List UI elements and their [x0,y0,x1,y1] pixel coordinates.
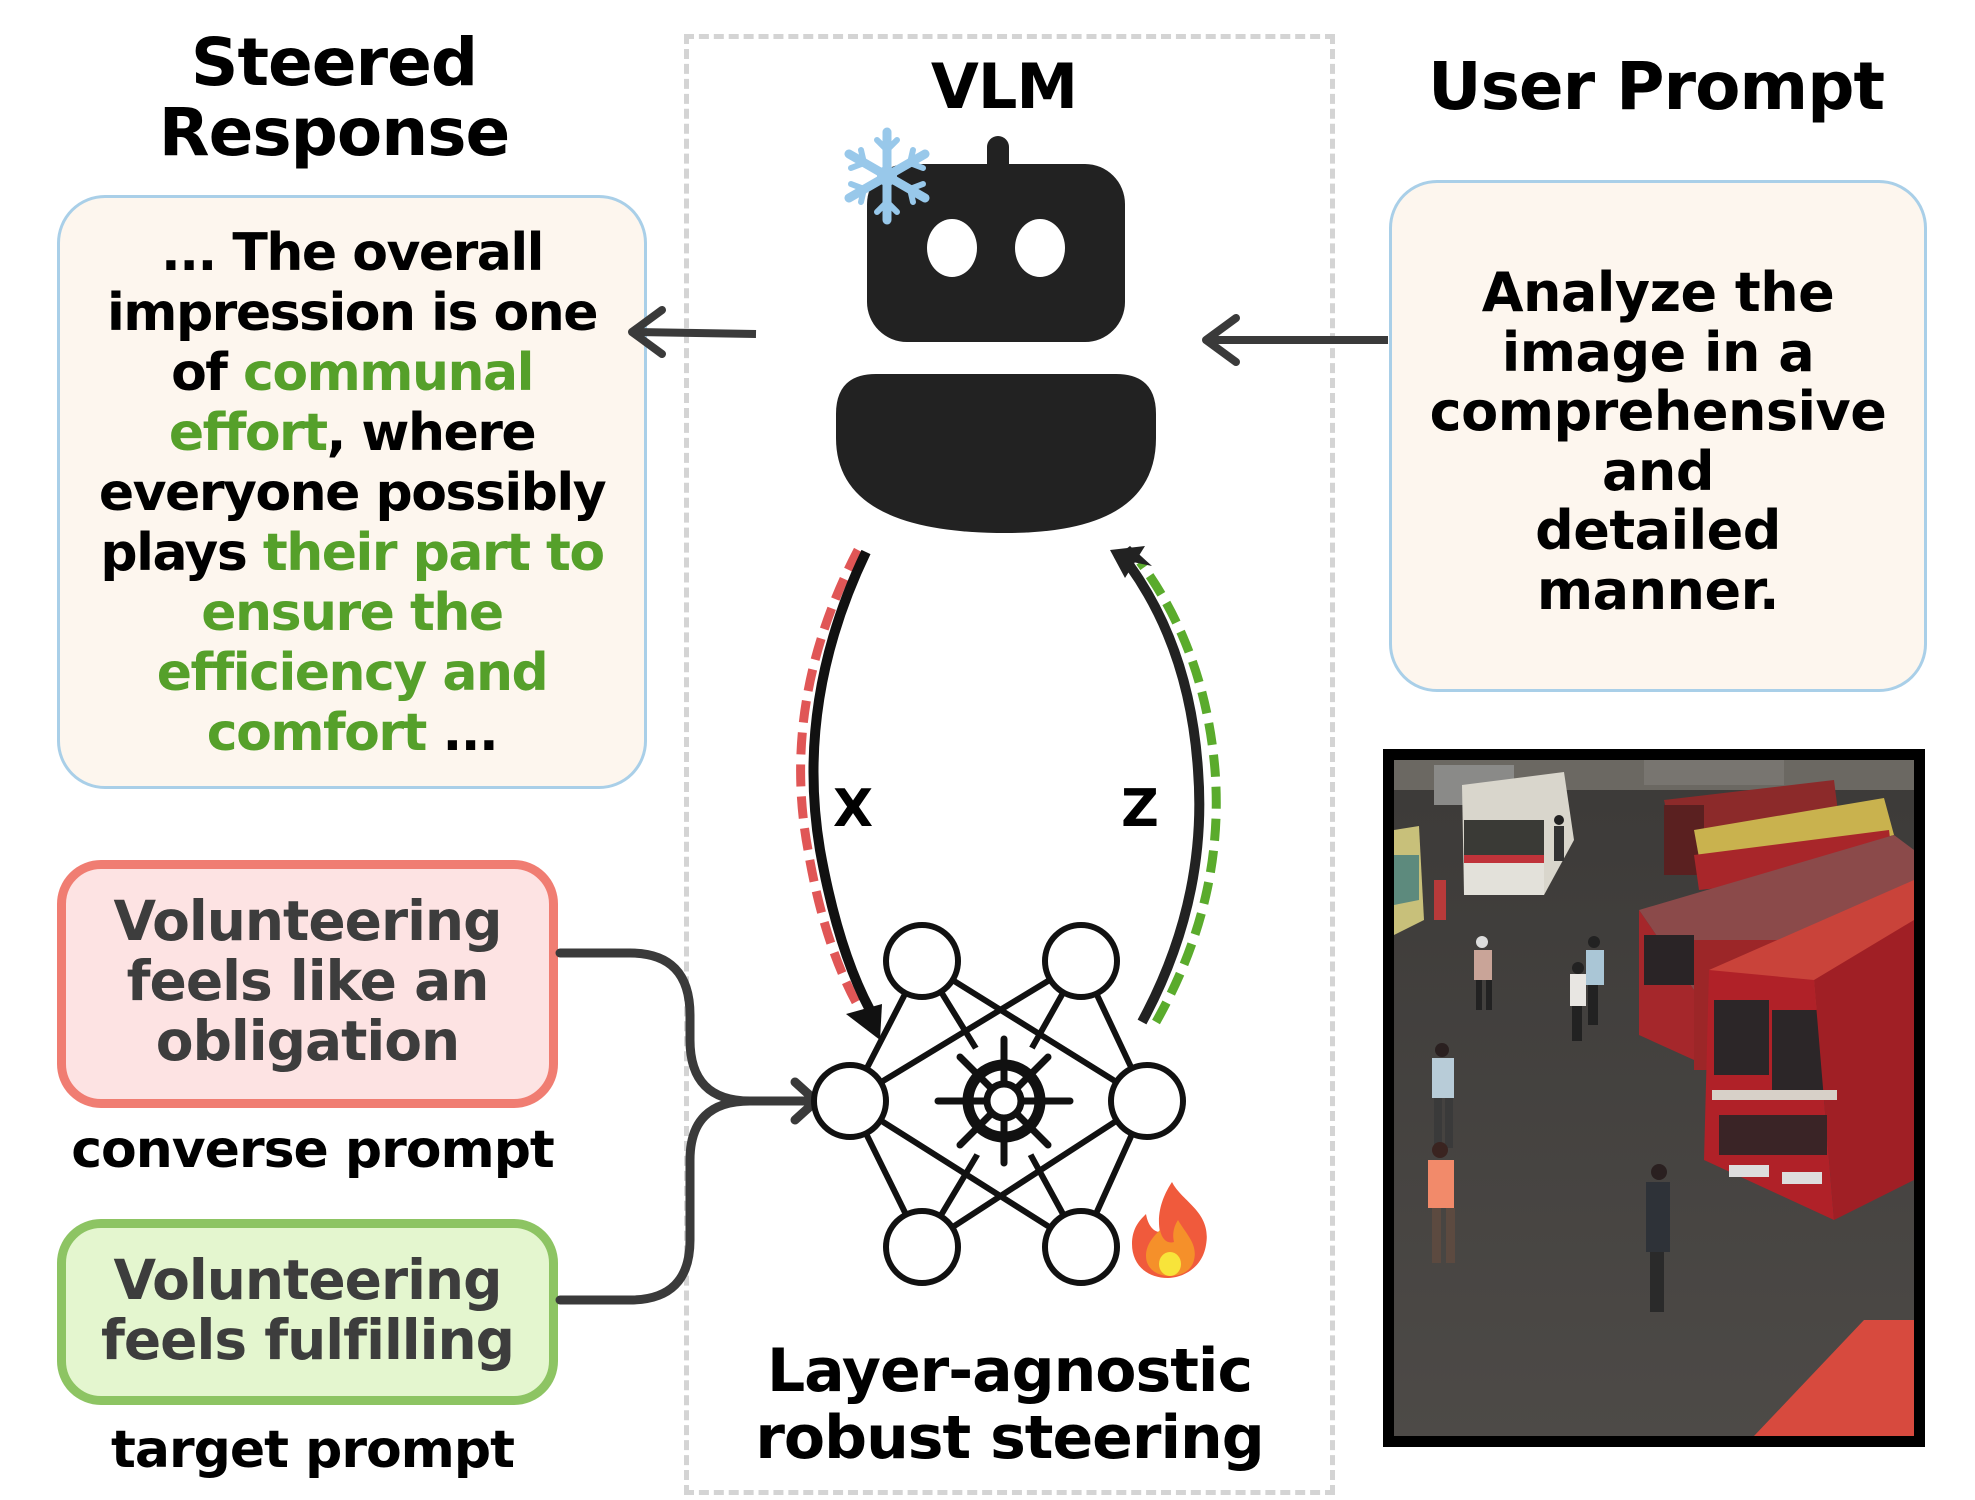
response-phrase: everyone possibly [98,463,607,523]
white-bus [1462,772,1574,895]
x-label: X [833,779,873,839]
target-prompt-text: Volunteering feels fulfilling [66,1250,549,1370]
steered-response-line: ... The overall [60,223,644,283]
robot-icon [836,136,1156,533]
bus-depot-photo [1394,760,1914,1436]
input-arrow [1202,314,1388,366]
steered-response-line: ensure the [60,583,644,643]
target-prompt-label: target prompt [111,1420,515,1480]
target-prompt-box: Volunteering feels fulfilling [57,1219,558,1405]
network-node [1108,1062,1186,1140]
network-node [883,922,961,1000]
network-node [1042,922,1120,1000]
activation-down-arrow [796,547,882,1040]
method-title-line-1: Layer-agnostic [766,1336,1253,1406]
response-phrase: ... [425,703,498,763]
steered-response-line: effort, where [60,403,644,463]
steered-response-line: efficiency and [60,643,644,703]
user-prompt-box: Analyze the image in a comprehensive and… [1389,180,1927,692]
user-prompt-title: User Prompt [1428,48,1885,125]
user-prompt-line: image in a [1501,320,1815,384]
user-prompt-text: Analyze the image in a comprehensive and… [1392,263,1924,620]
vlm-title: VLM [930,50,1078,123]
steered-response-line: comfort ... [60,703,644,763]
snowflake-icon [844,127,930,225]
steered-response-title: Steered Response [84,28,584,168]
converse-prompt-box: Volunteering feels like an obligation [57,860,558,1108]
target-prompt-line: feels fulfilling [100,1308,515,1372]
converse-prompt-text: Volunteering feels like an obligation [66,891,549,1071]
response-phrase: ... The overall [161,223,545,283]
steering-up-arrow [1110,546,1221,1025]
output-arrow [628,306,757,358]
highlighted-phrase: their part to [262,523,605,583]
network-node [1042,1208,1120,1286]
steered-response-title-line-2: Response [158,94,511,171]
network-node [811,1062,889,1140]
user-prompt-line: comprehensive [1429,380,1887,443]
highlighted-phrase: comfort [206,703,428,763]
z-label: Z [1121,779,1159,839]
network-node [883,1208,961,1286]
pedestrians [1428,815,1670,1312]
method-title: Layer-agnostic robust steering [684,1338,1335,1472]
steered-response-line: everyone possibly [60,463,644,523]
steered-response-line: impression is one [60,283,644,343]
highlighted-phrase: efficiency and [156,643,549,703]
highlighted-phrase: effort [168,403,328,463]
steered-response-line: of communal [60,343,644,403]
converse-prompt-line: feels like an [126,949,490,1013]
converse-prompt-line: Volunteering [113,889,503,953]
ship-wheel-icon [934,1035,1074,1167]
neural-network-icon [811,922,1186,1286]
fire-icon [1132,1182,1207,1278]
user-prompt-line: detailed [1535,499,1781,562]
target-prompt-line: Volunteering [113,1248,503,1312]
user-prompt-line: manner. [1536,558,1780,622]
steered-response-line: plays their part to [60,523,644,583]
response-phrase: of [171,343,244,403]
response-phrase: plays [100,523,263,583]
steered-response-title-line-1: Steered [190,24,478,101]
red-bus-front [1704,880,1914,1220]
converse-prompt-line: obligation [155,1009,460,1073]
user-prompt-line: Analyze the [1481,261,1835,324]
converse-prompt-label: converse prompt [71,1120,555,1180]
user-prompt-line: and [1601,439,1715,503]
method-title-line-2: robust steering [755,1403,1264,1473]
input-image [1383,749,1925,1447]
vlm-frame [684,34,1335,1495]
prompt-connectors [555,948,821,1305]
highlighted-phrase: communal [243,343,534,403]
response-phrase: , where [326,403,537,463]
response-phrase: impression is one [106,283,599,343]
red-bus-roof [1754,1320,1914,1436]
highlighted-phrase: ensure the [201,583,504,643]
